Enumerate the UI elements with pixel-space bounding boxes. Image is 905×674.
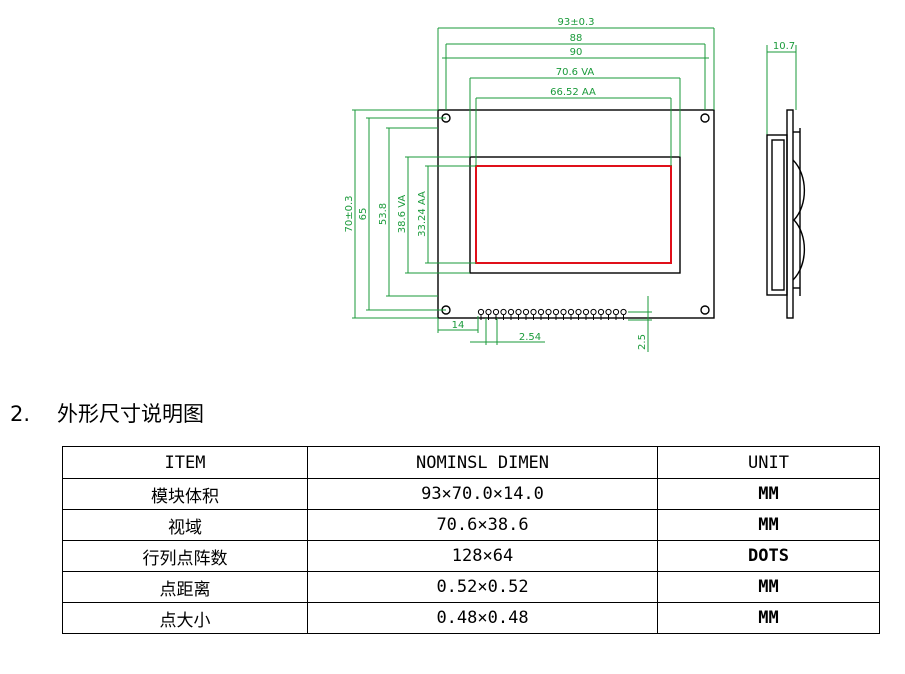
cell-item: 点距离 bbox=[62, 571, 308, 603]
dim-side-thickness: 10.7 bbox=[773, 41, 795, 52]
dim-height-65: 65 bbox=[358, 208, 369, 221]
section-title: 外形尺寸说明图 bbox=[57, 402, 204, 426]
cell-value: 0.48×0.48 bbox=[307, 602, 658, 634]
pin bbox=[545, 308, 552, 316]
cell-item: 模块体积 bbox=[62, 478, 308, 510]
table-row: 模块体积 93×70.0×14.0 MM bbox=[62, 478, 880, 510]
pin bbox=[620, 308, 627, 316]
dim-width-90: 90 bbox=[570, 47, 583, 58]
pin bbox=[507, 308, 515, 316]
cell-value: 0.52×0.52 bbox=[307, 571, 658, 603]
mounting-hole bbox=[700, 305, 710, 315]
dim-width-88: 88 bbox=[570, 33, 583, 44]
pin bbox=[515, 308, 522, 316]
pin bbox=[590, 308, 597, 316]
table-row: 点距离 0.52×0.52 MM bbox=[62, 571, 880, 603]
dim-height-53: 53.8 bbox=[378, 203, 389, 225]
cell-unit: DOTS bbox=[657, 540, 880, 572]
table-header-row: ITEM NOMINSL DIMEN UNIT bbox=[62, 446, 880, 479]
active-area bbox=[475, 165, 672, 264]
header-item: ITEM bbox=[62, 446, 308, 479]
pin bbox=[567, 308, 575, 316]
cell-unit: MM bbox=[657, 478, 880, 510]
cell-unit: MM bbox=[657, 602, 880, 634]
table-row: 视域 70.6×38.6 MM bbox=[62, 509, 880, 541]
pin bbox=[612, 308, 620, 316]
dim-width-total: 93±0.3 bbox=[557, 17, 594, 28]
cell-item: 行列点阵数 bbox=[62, 540, 308, 572]
cell-value: 93×70.0×14.0 bbox=[307, 478, 658, 510]
dim-pin-length: 2.5 bbox=[637, 334, 648, 350]
cell-unit: MM bbox=[657, 571, 880, 603]
section-number: 2. bbox=[10, 402, 31, 426]
lcd-outline-drawing: 93±0.3 88 90 70.6 VA 66.52 AA 70±0.3 65 … bbox=[344, 17, 805, 352]
dim-aa-width: 66.52 AA bbox=[550, 87, 596, 98]
dim-va-height: 38.6 VA bbox=[397, 195, 408, 234]
header-dimension: NOMINSL DIMEN bbox=[307, 446, 658, 479]
pin-row bbox=[477, 308, 627, 320]
cell-item: 视域 bbox=[62, 509, 308, 541]
cell-unit: MM bbox=[657, 509, 880, 541]
cell-value: 128×64 bbox=[307, 540, 658, 572]
pin bbox=[477, 308, 485, 316]
pin bbox=[575, 308, 582, 316]
side-view: 10.7 bbox=[766, 41, 805, 319]
dim-pin-pitch: 2.54 bbox=[519, 332, 541, 343]
pin bbox=[582, 308, 590, 316]
cell-item: 点大小 bbox=[62, 602, 308, 634]
dim-va-width: 70.6 VA bbox=[556, 67, 595, 78]
viewing-area bbox=[469, 156, 681, 274]
pin bbox=[530, 308, 537, 316]
mounting-hole bbox=[700, 113, 710, 123]
pin bbox=[605, 308, 612, 316]
pin bbox=[552, 308, 560, 316]
dim-pin-offset: 14 bbox=[452, 320, 465, 331]
pin bbox=[560, 308, 567, 316]
pin bbox=[522, 308, 530, 316]
pin bbox=[597, 308, 605, 316]
cell-value: 70.6×38.6 bbox=[307, 509, 658, 541]
table-row: 点大小 0.48×0.48 MM bbox=[62, 602, 880, 634]
section-heading: 2. 外形尺寸说明图 bbox=[10, 398, 204, 428]
header-unit: UNIT bbox=[657, 446, 880, 479]
dimension-spec-table: ITEM NOMINSL DIMEN UNIT 模块体积 93×70.0×14.… bbox=[62, 446, 880, 634]
table-row: 行列点阵数 128×64 DOTS bbox=[62, 540, 880, 572]
pcb-outline bbox=[437, 109, 715, 319]
dim-aa-height: 33.24 AA bbox=[417, 191, 428, 237]
pin bbox=[537, 308, 545, 316]
pin bbox=[492, 308, 500, 316]
pin bbox=[485, 308, 492, 316]
pin bbox=[500, 308, 507, 316]
dim-height-total: 70±0.3 bbox=[344, 195, 355, 232]
